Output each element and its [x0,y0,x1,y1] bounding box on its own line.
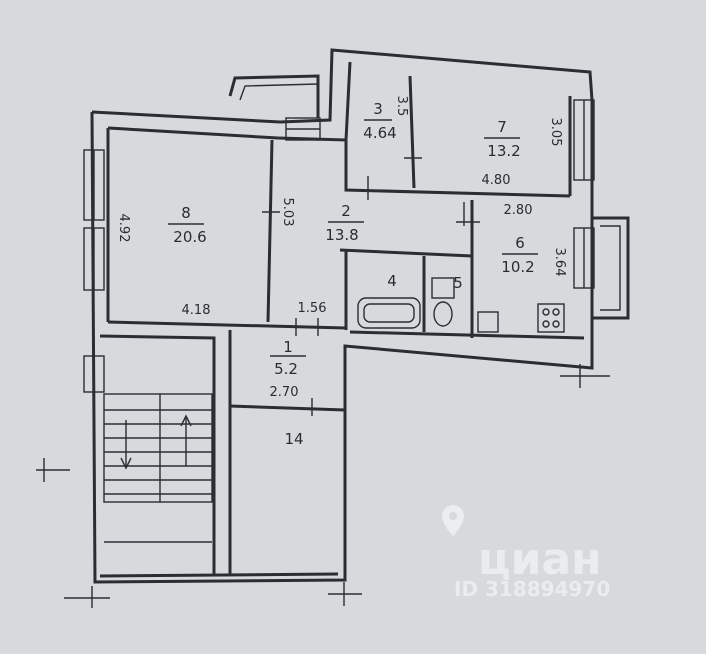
room-labels: 8 20.6 2 13.8 3 4.64 7 13.2 6 10.2 4 5 1… [168,100,538,378]
location-pin-icon [442,505,464,536]
sink [477,311,499,333]
dim-room-2-height: 5.03 [280,198,295,227]
door-marks [36,157,610,608]
room-6-number: 6 [515,234,525,252]
room-1-number: 1 [283,338,293,356]
watermark-brand: циан [478,534,602,585]
room-3-number: 3 [373,100,383,118]
dim-room-7-height: 3.05 [548,118,563,147]
room-7-area: 13.2 [487,142,520,160]
dim-room-3-height: 3.5 [394,96,409,117]
dim-room-6-width: 2.80 [504,203,533,218]
room-7-number: 7 [497,118,507,136]
interior-walls [106,75,585,576]
dim-room-6-height: 3.64 [552,248,567,277]
room-8-number: 8 [181,204,191,222]
watermark: циан ID 318894970 [442,505,610,601]
stairwell [99,334,216,576]
dim-room-8-height: 4.92 [116,214,131,243]
dim-room-8-width: 4.18 [182,303,211,318]
dim-room-7-width: 4.80 [482,173,511,188]
room-4-number: 4 [387,272,397,290]
windows [83,99,595,393]
watermark-id: ID 318894970 [454,577,610,601]
room-5-number: 5 [453,274,463,292]
dim-corridor-width: 1.56 [298,301,327,316]
room-6-area: 10.2 [501,258,534,276]
room-8-area: 20.6 [173,228,206,246]
room-1-area: 5.2 [274,360,298,378]
room-2-number: 2 [341,202,351,220]
stove [537,303,565,333]
room-3-area: 4.64 [363,124,396,142]
toilet-tank [431,277,455,299]
bathtub [357,297,421,329]
toilet [433,301,453,327]
stair-landing-number: 14 [284,430,303,448]
fixtures [357,277,565,333]
dim-hall-width: 2.70 [270,385,299,400]
room-2-area: 13.8 [325,226,358,244]
dimension-labels: 4.92 4.18 5.03 1.56 2.70 3.5 4.80 3.05 2… [116,96,567,448]
